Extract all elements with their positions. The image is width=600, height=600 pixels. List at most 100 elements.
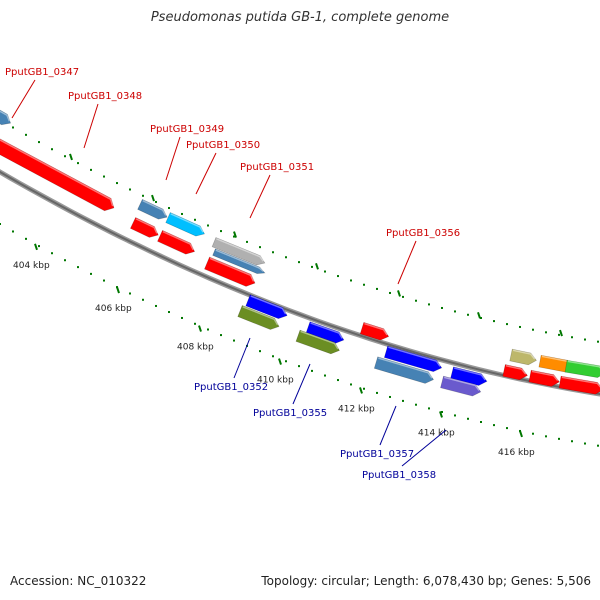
gene-arrow[interactable]: [204, 256, 257, 289]
gene-label-bottom[interactable]: PputGB1_0358: [362, 470, 436, 481]
gene-arrow[interactable]: [305, 321, 346, 346]
outer-dot: [402, 295, 404, 298]
gene-arrow[interactable]: [558, 375, 600, 395]
gene-arrow[interactable]: [359, 321, 390, 342]
axis-tick-label: 412 kbp: [338, 404, 375, 414]
outer-dot: [506, 323, 508, 326]
axis-tick: [198, 325, 202, 332]
outer-dot: [233, 235, 235, 238]
gene-label-bottom[interactable]: PputGB1_0355: [253, 408, 327, 419]
gene-feature-5[interactable]: [212, 248, 267, 276]
gene-arrow[interactable]: [509, 348, 538, 366]
gene-arrow[interactable]: [383, 345, 443, 374]
outer-dot: [246, 240, 248, 243]
axis-tick: [34, 243, 38, 251]
gene-feature-18[interactable]: [305, 321, 346, 346]
outer-dot: [272, 251, 274, 254]
gene-label-bottom[interactable]: PputGB1_0352: [194, 382, 268, 393]
gene-feature-9[interactable]: [359, 321, 390, 342]
gene-arrow[interactable]: [245, 294, 289, 321]
gene-highlight: [300, 330, 339, 350]
inner-dot: [142, 298, 144, 301]
accession-text: Accession: NC_010322: [10, 574, 147, 588]
gene-label-top[interactable]: PputGB1_0347: [5, 67, 79, 78]
gene-label-bottom[interactable]: PputGB1_0357: [340, 449, 414, 460]
inner-dot: [155, 304, 157, 307]
gene-arrow[interactable]: [137, 198, 170, 222]
gene-arrow[interactable]: [528, 369, 561, 388]
outer-dot: [25, 133, 27, 136]
gene-label-top[interactable]: PputGB1_0356: [386, 228, 460, 239]
gene-highlight: [505, 365, 527, 375]
inner-dot: [454, 414, 456, 417]
inner-dot: [0, 223, 1, 225]
gene-feature-2[interactable]: [137, 198, 170, 222]
gene-highlight: [242, 306, 279, 326]
outer-dot: [142, 194, 144, 197]
gene-feature-23[interactable]: [440, 375, 483, 398]
inner-dot: [493, 424, 495, 427]
outer-dot: [454, 310, 456, 313]
outer-dot: [597, 340, 599, 343]
outer-dot: [467, 313, 469, 316]
outer-dot: [155, 200, 157, 203]
inner-dot: [181, 316, 183, 319]
gene-feature-17[interactable]: [237, 305, 281, 332]
gene-highlight: [250, 295, 287, 315]
outer-dot: [571, 336, 573, 339]
gene-feature-14[interactable]: [528, 369, 561, 388]
gene-highlight: [444, 376, 480, 391]
inner-dot: [51, 252, 53, 255]
gene-feature-1[interactable]: [0, 137, 117, 214]
gene-arrow[interactable]: [157, 229, 198, 257]
gene-feature-4[interactable]: [211, 237, 267, 267]
inner-dot: [415, 403, 417, 406]
gene-arrow[interactable]: [237, 305, 281, 332]
gene-arrow[interactable]: [295, 329, 341, 356]
gene-arrow[interactable]: [165, 212, 207, 239]
inner-dot: [402, 399, 404, 402]
gene-arrow[interactable]: [212, 248, 267, 276]
gene-arrow[interactable]: [130, 217, 160, 241]
outer-tick: [397, 290, 401, 297]
gene-label-top[interactable]: PputGB1_0351: [240, 162, 314, 173]
gene-arrow[interactable]: [0, 137, 117, 214]
inner-dot: [298, 365, 300, 368]
gene-highlight: [561, 376, 600, 389]
axis-tick-label: 404 kbp: [13, 261, 50, 271]
gene-label-top[interactable]: PputGB1_0349: [150, 124, 224, 135]
gene-arrow[interactable]: [211, 237, 267, 267]
gene-feature-15[interactable]: [558, 375, 600, 395]
gene-arrow[interactable]: [564, 359, 600, 379]
inner-dot: [194, 322, 196, 325]
gene-feature-7[interactable]: [157, 229, 198, 257]
gene-arrow[interactable]: [440, 375, 483, 398]
gene-highlight: [0, 109, 11, 122]
outer-dot: [116, 182, 118, 185]
gene-arrow[interactable]: [502, 364, 529, 382]
outer-dot: [480, 317, 482, 320]
gene-feature-22[interactable]: [450, 366, 489, 387]
gene-feature-10[interactable]: [509, 348, 538, 366]
gene-feature-19[interactable]: [295, 329, 341, 356]
gene-feature-12[interactable]: [564, 359, 600, 379]
gene-feature-0[interactable]: [0, 108, 14, 128]
gene-feature-6[interactable]: [130, 217, 160, 241]
gene-feature-20[interactable]: [383, 345, 443, 374]
gene-feature-13[interactable]: [502, 364, 529, 382]
gene-feature-16[interactable]: [245, 294, 289, 321]
gene-arrow[interactable]: [373, 356, 435, 386]
gene-feature-21[interactable]: [373, 356, 435, 386]
outer-dot: [350, 279, 352, 282]
gene-arrow[interactable]: [450, 366, 489, 387]
gene-label-top[interactable]: PputGB1_0350: [186, 140, 260, 151]
inner-dot: [363, 387, 365, 390]
gene-feature-3[interactable]: [165, 212, 207, 239]
gene-labels: PputGB1_0347PputGB1_0348PputGB1_0349Pput…: [5, 67, 460, 481]
gene-arrow[interactable]: [0, 108, 14, 128]
inner-dot: [389, 395, 391, 398]
gene-label-top[interactable]: PputGB1_0348: [68, 91, 142, 102]
gene-feature-8[interactable]: [204, 256, 257, 289]
